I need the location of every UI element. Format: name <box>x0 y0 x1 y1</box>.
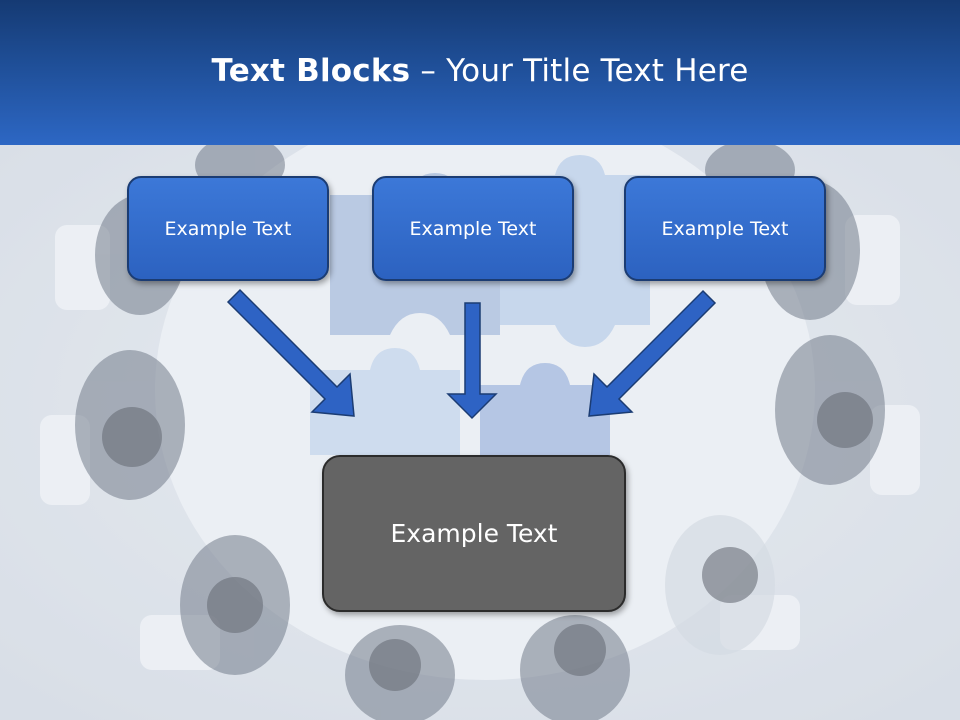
slide-title-rest: – Your Title Text Here <box>410 52 749 89</box>
slide-title-bold: Text Blocks <box>211 52 411 89</box>
title-bar: Text Blocks – Your Title Text Here <box>0 0 960 145</box>
text-block-2-label: Example Text <box>409 217 537 240</box>
center-text-block-label: Example Text <box>390 519 558 548</box>
text-block-3-label: Example Text <box>661 217 789 240</box>
center-text-block[interactable]: Example Text <box>322 455 626 612</box>
text-block-1-label: Example Text <box>164 217 292 240</box>
text-block-1[interactable]: Example Text <box>127 176 329 281</box>
slide-title: Text Blocks – Your Title Text Here <box>211 53 748 89</box>
text-block-3[interactable]: Example Text <box>624 176 826 281</box>
text-block-2[interactable]: Example Text <box>372 176 574 281</box>
